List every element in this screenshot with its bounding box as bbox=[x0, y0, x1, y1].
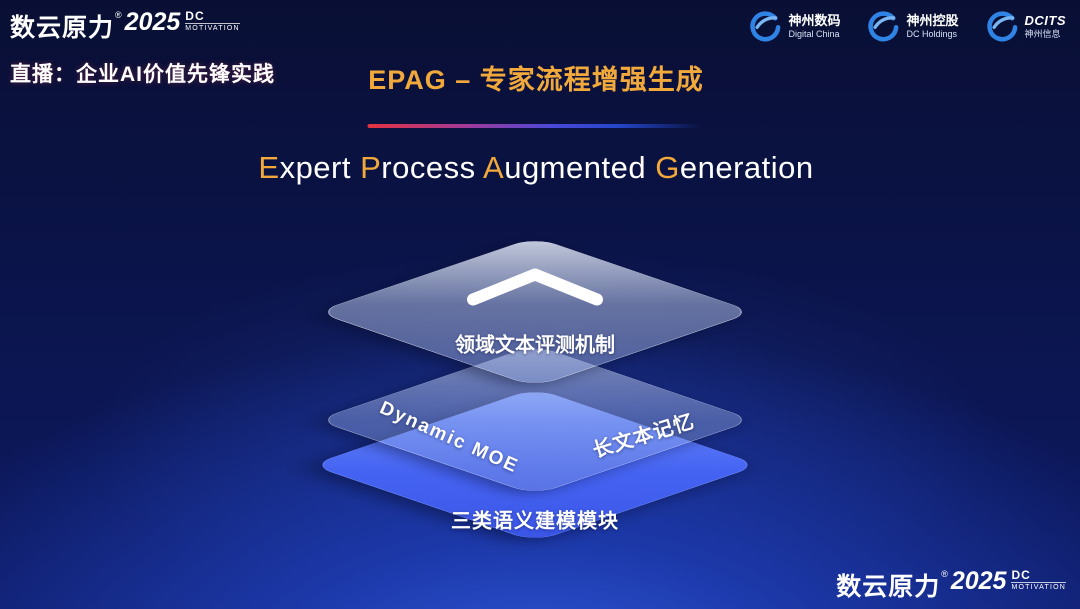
footer-brand-subtitle: DC MOTIVATION bbox=[1011, 569, 1066, 591]
dc-holdings-logo: 神州控股 DC Holdings bbox=[866, 10, 959, 43]
en-rest-g: eneration bbox=[679, 150, 814, 185]
en-rest-p: rocess bbox=[381, 150, 476, 185]
digital-china-swoosh-icon bbox=[750, 11, 781, 42]
partner-logos: 神州数码 Digital China 神州控股 DC Holdings DCIT… bbox=[748, 10, 1066, 43]
digital-china-logo-text: 神州数码 Digital China bbox=[788, 12, 841, 39]
dcits-logo: DCITS 神州信息 bbox=[985, 10, 1067, 43]
brand-registered-mark: ® bbox=[115, 10, 122, 20]
footer-brand-motivation: MOTIVATION bbox=[1011, 581, 1066, 591]
dc-holdings-en: DC Holdings bbox=[906, 28, 958, 39]
dcits-cn-sub: 神州信息 bbox=[1024, 28, 1061, 39]
footer-brand-registered-mark: ® bbox=[941, 569, 948, 579]
footer-brand-dc: DC bbox=[1011, 568, 1031, 582]
chevron-up-icon bbox=[460, 263, 610, 314]
title-divider bbox=[367, 124, 703, 128]
dc-holdings-swoosh-icon bbox=[868, 11, 899, 42]
footer-brand-name: 数云原力 bbox=[836, 572, 941, 601]
en-lead-a: A bbox=[483, 150, 505, 185]
brand-motivation: MOTIVATION bbox=[185, 22, 240, 32]
footer-brand-logo: 数云原力 ® 2025 DC MOTIVATION bbox=[836, 567, 1066, 603]
en-rest-e: xpert bbox=[279, 150, 351, 185]
en-rest-a: ugmented bbox=[504, 150, 647, 185]
footer-brand-year: 2025 bbox=[950, 567, 1007, 595]
layer-label-semantic-modeling: 三类语义建模模块 bbox=[451, 510, 619, 533]
dcits-swoosh-icon bbox=[986, 11, 1017, 42]
page-title-en: Expert Process Augmented Generation bbox=[0, 150, 1072, 186]
page-title-cn: EPAG – 专家流程增强生成 bbox=[368, 65, 704, 95]
brand-year: 2025 bbox=[124, 8, 181, 36]
digital-china-cn: 神州数码 bbox=[788, 12, 841, 28]
layer-label-evaluation: 领域文本评测机制 bbox=[455, 334, 615, 357]
en-lead-e: E bbox=[258, 150, 280, 185]
dc-holdings-logo-text: 神州控股 DC Holdings bbox=[906, 12, 959, 39]
en-lead-g: G bbox=[655, 150, 680, 185]
dcits-name: DCITS bbox=[1024, 12, 1066, 28]
brand-logo: 数云原力 ® 2025 DC MOTIVATION bbox=[10, 8, 240, 44]
digital-china-en: Digital China bbox=[788, 28, 840, 39]
brand-name: 数云原力 bbox=[10, 13, 115, 42]
stream-label: 直播：企业AI价值先锋实践 bbox=[10, 63, 275, 86]
brand-dc: DC bbox=[185, 9, 205, 23]
dcits-logo-text: DCITS 神州信息 bbox=[1024, 12, 1067, 39]
digital-china-logo: 神州数码 Digital China bbox=[748, 10, 840, 43]
brand-subtitle: DC MOTIVATION bbox=[185, 10, 240, 32]
dc-holdings-cn: 神州控股 bbox=[906, 12, 959, 28]
en-lead-p: P bbox=[360, 150, 382, 185]
